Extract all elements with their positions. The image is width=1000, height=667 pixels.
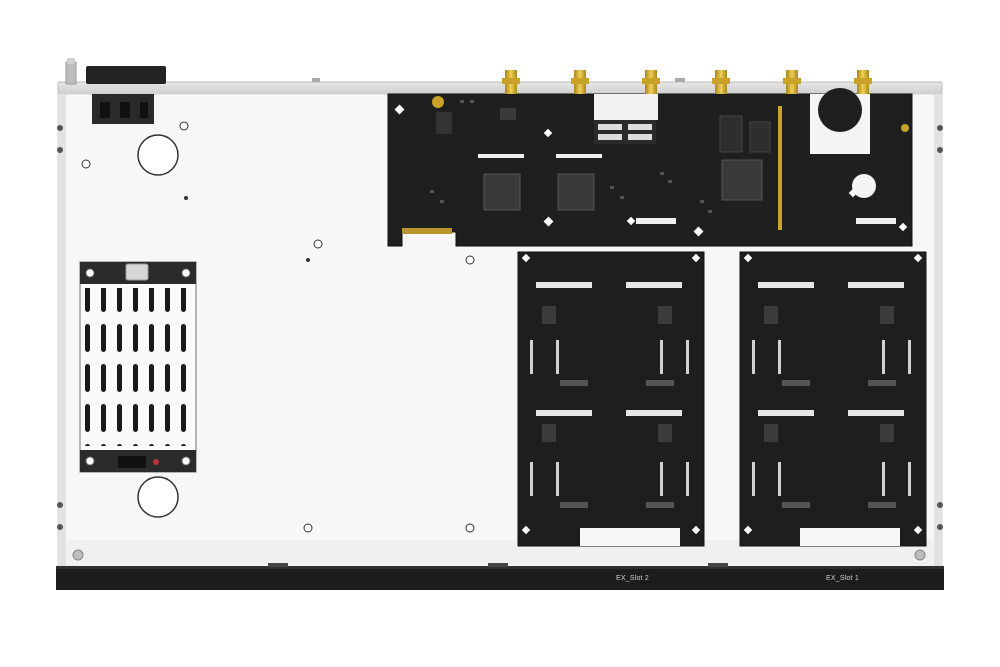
sma-connector-icon [854,70,872,94]
sma-connector-icon [502,70,520,94]
cable-holes [137,134,179,518]
side-screws [57,125,943,530]
front-corner-screws [72,549,926,561]
sma-connector-icon [571,70,589,94]
sma-connector-icon [783,70,801,94]
main-board [387,88,913,247]
tray-mounting-holes [81,121,475,533]
power-inlet [92,94,154,124]
sma-connector-icon [642,70,660,94]
expansion-card-slot-2 [517,251,705,547]
slot-label-ex-slot-2: EX_Slot 2 [616,575,649,582]
expansion-card-slot-1 [739,251,927,547]
slot-label-ex-slot-1: EX_Slot 1 [826,575,859,582]
chassis-rear-wall [57,58,943,95]
front-bezel [56,563,944,590]
power-supply-unit [79,261,197,473]
sma-connector-icon [712,70,730,94]
antenna-connectors [502,70,872,94]
